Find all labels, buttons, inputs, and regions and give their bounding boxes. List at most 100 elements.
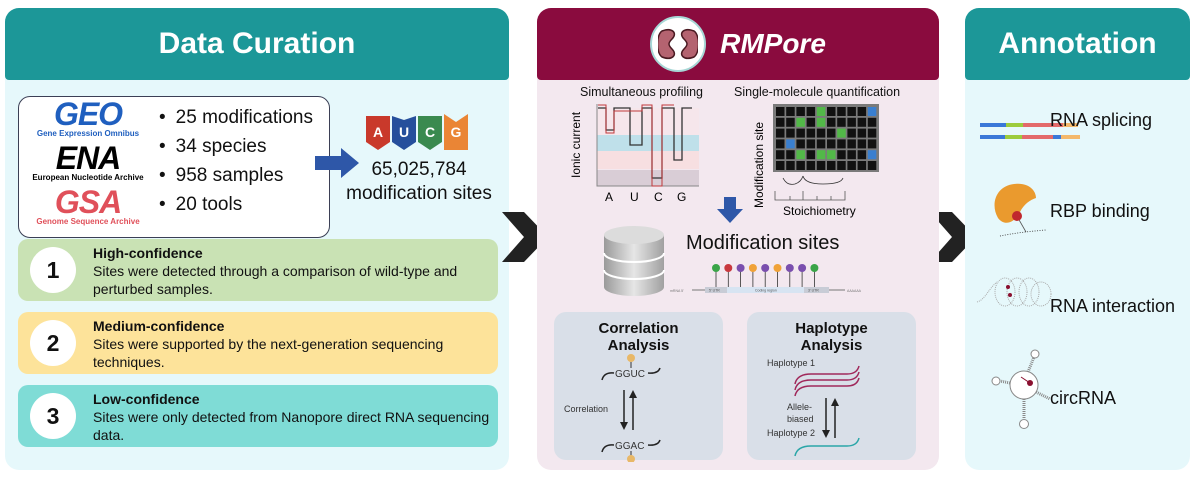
modification-lollipop bbox=[773, 264, 782, 272]
svg-text:AAAAAA: AAAAAA bbox=[847, 289, 862, 293]
base-label: U bbox=[630, 190, 639, 204]
haplotype-title: Haplotype Analysis bbox=[795, 320, 868, 354]
grid-cell bbox=[806, 128, 816, 138]
grid-cell bbox=[857, 139, 867, 149]
confidence-title: High-confidence bbox=[93, 245, 203, 261]
confidence-desc: Sites were supported by the next-generat… bbox=[93, 336, 444, 370]
base-label: A bbox=[605, 190, 613, 204]
confidence-desc: Sites were detected through a comparison… bbox=[93, 263, 458, 297]
grid-cell bbox=[837, 128, 846, 138]
confidence-title: Low-confidence bbox=[93, 391, 200, 407]
profiling-title: Simultaneous profiling bbox=[580, 85, 703, 99]
modification-lollipop bbox=[748, 264, 757, 272]
base-label: G bbox=[677, 190, 686, 204]
quantification-title: Single-molecule quantification bbox=[734, 85, 901, 99]
grid-cell bbox=[857, 107, 867, 116]
grid-cell bbox=[847, 117, 856, 127]
svg-text:G: G bbox=[451, 124, 462, 140]
grid-cell bbox=[776, 150, 785, 160]
grid-cell bbox=[837, 150, 846, 160]
grid-cell bbox=[806, 139, 816, 149]
nucleotide-a-icon: A bbox=[366, 116, 390, 150]
grid-cell bbox=[827, 107, 836, 116]
annotation-panel: Annotation bbox=[965, 8, 1190, 470]
data-curation-header: Data Curation bbox=[5, 8, 509, 80]
grid-cell bbox=[776, 107, 785, 116]
grid-cell bbox=[857, 128, 867, 138]
confidence-title: Medium-confidence bbox=[93, 318, 225, 334]
annotation-item: RNA interaction bbox=[1050, 296, 1176, 316]
grid-cell bbox=[857, 161, 867, 170]
grid-cell bbox=[776, 161, 785, 170]
grid-cell bbox=[816, 139, 826, 149]
grid-cell bbox=[796, 107, 805, 116]
grid-cell bbox=[786, 161, 795, 170]
grid-cell bbox=[796, 139, 805, 149]
grid-cell bbox=[816, 161, 826, 170]
seq-top: GGUC bbox=[615, 369, 645, 380]
confidence-number: 3 bbox=[30, 393, 76, 439]
grid-cell bbox=[837, 107, 846, 116]
confidence-low: 3 Low-confidence Sites were only detecte… bbox=[18, 385, 498, 447]
correlation-diagram: GGUC Correlation GGAC bbox=[564, 354, 661, 462]
nucleotide-u-icon: U bbox=[392, 116, 416, 150]
chevron-right-icon bbox=[930, 212, 976, 262]
allele-biased-label-1: Allele- bbox=[787, 402, 812, 412]
annotation-item: RBP binding bbox=[1050, 201, 1150, 221]
grid-cell bbox=[827, 161, 836, 170]
total-sites: 65,025,784 modification sites bbox=[333, 158, 505, 206]
rbp-binding-icon bbox=[994, 183, 1047, 237]
grid-cell bbox=[776, 128, 785, 138]
grid-cell bbox=[796, 117, 805, 127]
transcript-diagram: mRNA 5' 5' UTR Coding region 3' UTR AAAA… bbox=[670, 264, 862, 293]
grid-cell bbox=[847, 107, 856, 116]
grid-cell bbox=[806, 150, 816, 160]
total-count: 65,025,784 bbox=[371, 159, 467, 180]
grid-cell bbox=[847, 150, 856, 160]
grid-cell bbox=[796, 161, 805, 170]
rna-splicing-icon bbox=[980, 123, 1080, 139]
chevron-right-icon bbox=[502, 212, 548, 262]
grid-cell bbox=[857, 117, 867, 127]
grid-cell bbox=[847, 128, 856, 138]
svg-text:3' UTR: 3' UTR bbox=[808, 289, 819, 293]
rmpore-title: RMPore bbox=[720, 28, 826, 59]
database-icon bbox=[603, 226, 665, 296]
sources-box: GEO Gene Expression Omnibus ENA European… bbox=[18, 96, 330, 238]
grid-cell bbox=[776, 139, 785, 149]
grid-cell bbox=[857, 150, 867, 160]
annotation-item: RNA splicing bbox=[1050, 110, 1153, 130]
svg-text:mRNA 5': mRNA 5' bbox=[670, 289, 684, 293]
svg-text:C: C bbox=[425, 124, 435, 140]
modification-lollipop bbox=[724, 264, 733, 272]
grid-cell bbox=[816, 117, 826, 127]
grid-cell bbox=[816, 128, 826, 138]
stat-item: 34 species bbox=[159, 132, 313, 161]
grid-cell bbox=[796, 128, 805, 138]
haplotype-1-label: Haplotype 1 bbox=[767, 358, 815, 368]
seq-bottom: GGAC bbox=[615, 441, 644, 452]
grid-cell bbox=[816, 150, 826, 160]
rna-interaction-icon bbox=[976, 277, 1052, 307]
confidence-desc: Sites were only detected from Nanopore d… bbox=[93, 409, 490, 443]
stat-item: 958 samples bbox=[159, 161, 313, 190]
svg-text:Coding region: Coding region bbox=[755, 289, 777, 293]
correlation-label: Correlation bbox=[564, 404, 608, 414]
nucleotide-g-icon: G bbox=[444, 114, 468, 150]
total-label: modification sites bbox=[346, 183, 492, 204]
grid-ylabel: Modification site bbox=[752, 122, 766, 208]
utr5-region bbox=[705, 287, 727, 293]
grid-cell bbox=[786, 139, 795, 149]
confidence-high: 1 High-confidence Sites were detected th… bbox=[18, 239, 498, 301]
svg-text:U: U bbox=[399, 124, 409, 140]
haplotype-2-label: Haplotype 2 bbox=[767, 428, 815, 438]
grid-cell bbox=[867, 150, 877, 160]
grid-cell bbox=[786, 117, 795, 127]
stat-item: 20 tools bbox=[159, 190, 313, 219]
grid-cell bbox=[867, 107, 877, 116]
down-arrow-icon bbox=[717, 197, 743, 223]
grid-cell bbox=[806, 161, 816, 170]
base-label: C bbox=[654, 190, 663, 204]
